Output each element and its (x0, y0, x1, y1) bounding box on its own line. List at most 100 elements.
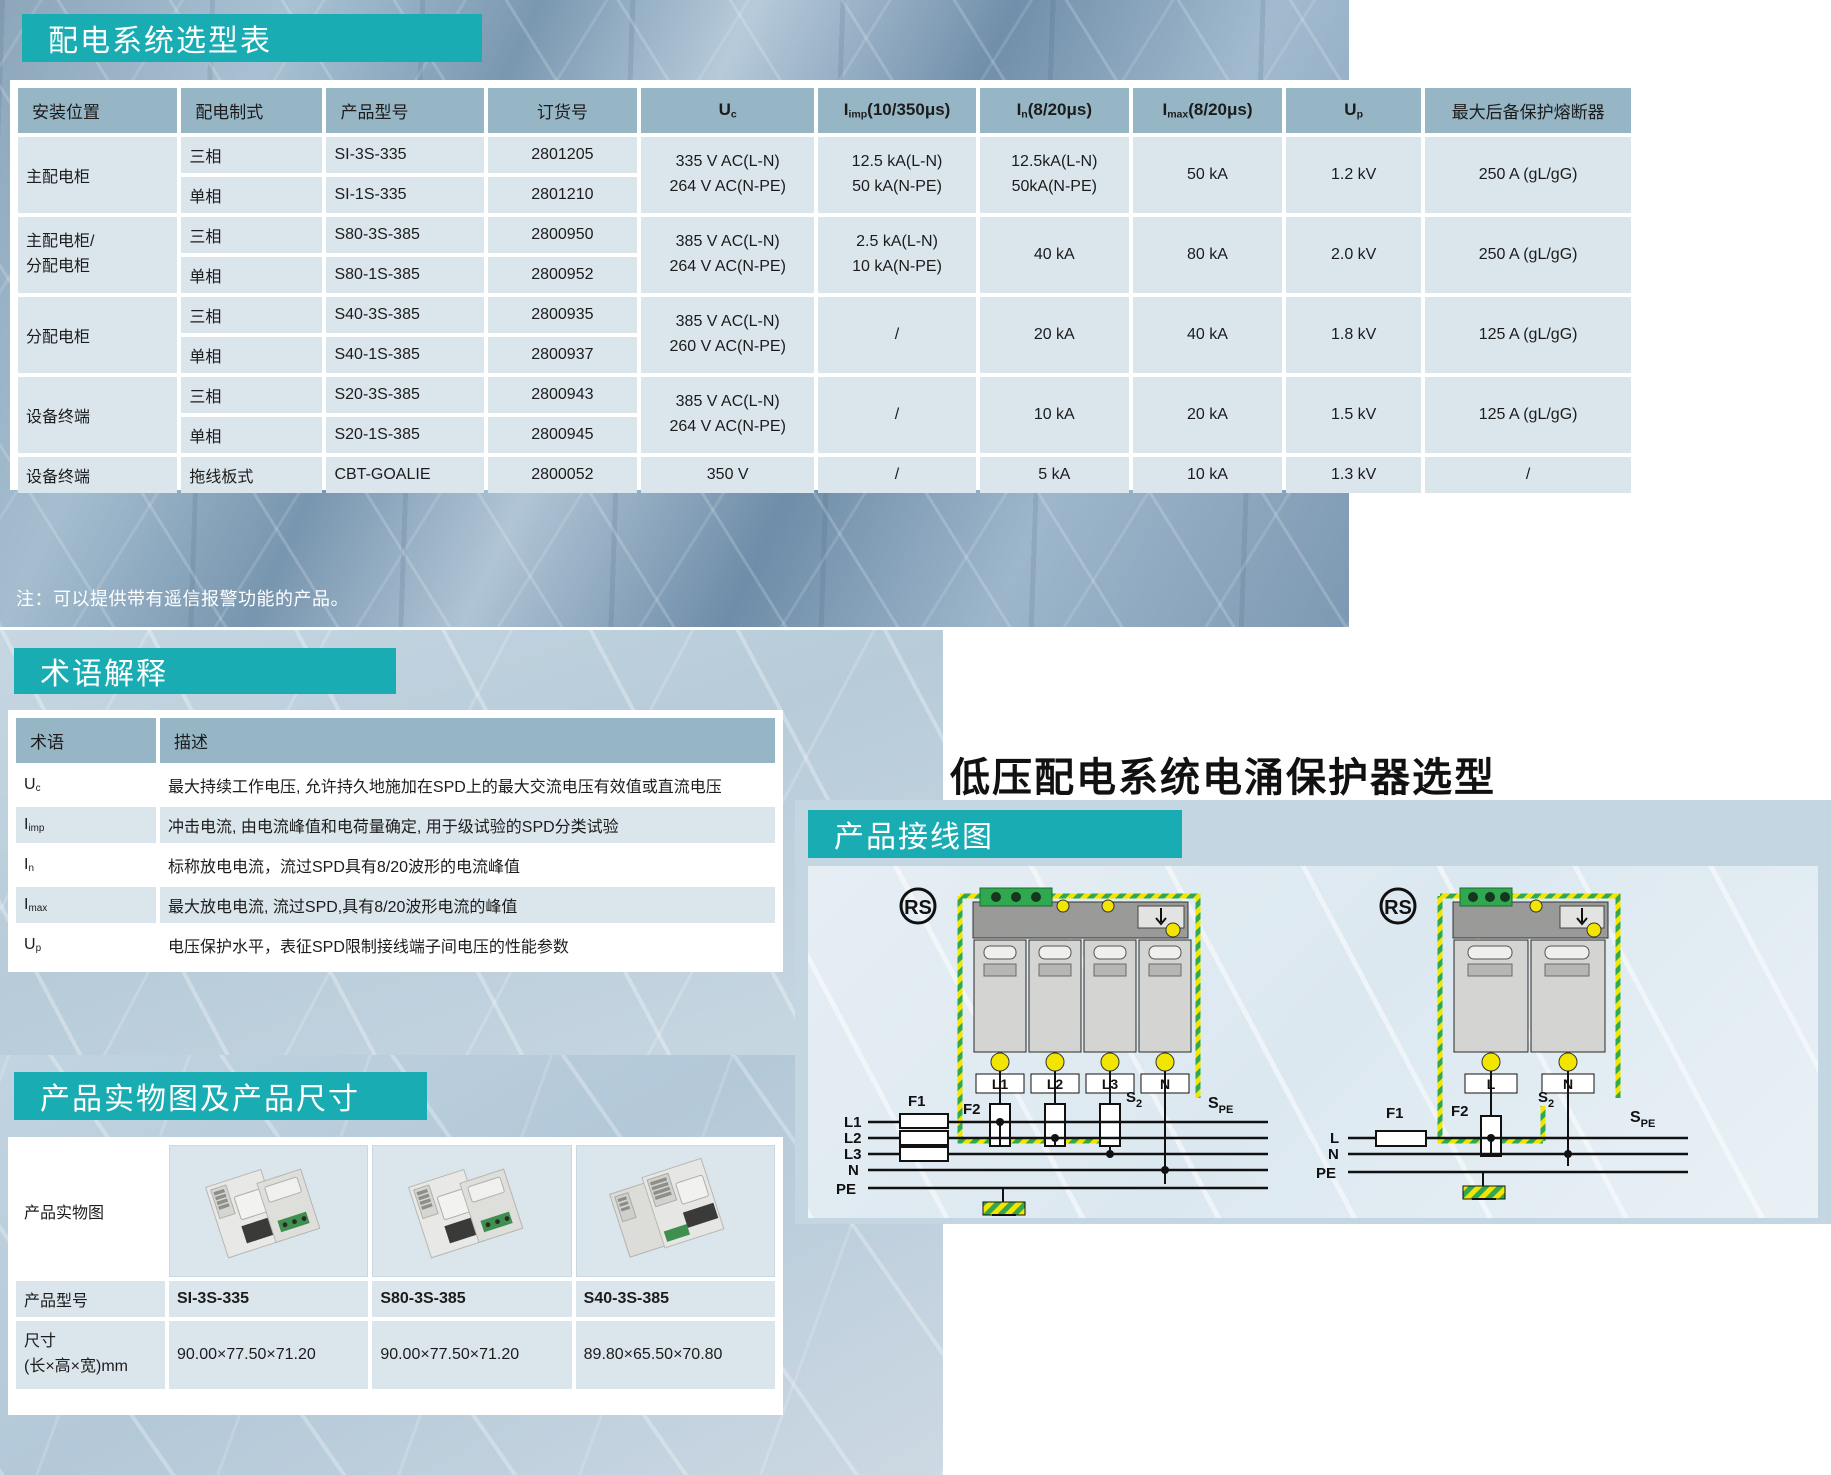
page-title: 低压配电系统电涌保护器选型 (950, 756, 1496, 800)
svg-text:RS: RS (904, 897, 932, 919)
row-label-dimension-line1: 尺寸 (24, 1333, 57, 1351)
cell-system: 三相 (181, 137, 323, 173)
cell-up: 1.5 kV (1286, 377, 1422, 453)
spd-device-illustration (407, 1168, 524, 1259)
table-row: 单相 S20-1S-385 2800945 (18, 417, 1631, 453)
cell-model: S80-3S-385 (326, 217, 484, 253)
cell-fuse: 125 A (gL/gG) (1425, 297, 1631, 373)
cell-system: 单相 (181, 177, 323, 213)
cell-fuse: 250 A (gL/gG) (1425, 137, 1631, 213)
cell-model: S40-1S-385 (326, 337, 484, 373)
wiring-diagram: RS (836, 887, 1688, 1216)
fuse-label-f1: F1 (1386, 1105, 1404, 1122)
term-symbol-base: I (24, 895, 29, 913)
col-uc-base: U (718, 100, 731, 120)
cell-up: 1.8 kV (1286, 297, 1422, 373)
product-photo-box (585, 1152, 766, 1270)
dims-value-1: 90.00×77.50×71.20 (372, 1321, 572, 1389)
cell-location: 主配电柜/ 分配电柜 (18, 217, 178, 293)
cell-order-no: 2800945 (487, 417, 637, 453)
dims-table-body: 产品实物图 (16, 1145, 775, 1389)
wiring-diagram-left: RS (836, 887, 1268, 1216)
col-description: 描述 (160, 718, 775, 763)
terms-table: 术语 描述 Uc 最大持续工作电压, 允许持久地施加在SPD上的最大交流电压有效… (12, 714, 779, 967)
cell-order-no: 2800937 (487, 337, 637, 373)
cell-iimp-line1: 12.5 kA(L-N) (851, 153, 943, 171)
ground-symbol-icon (1462, 1172, 1506, 1200)
cell-iimp-line1: 2.5 kA(L-N) (856, 233, 938, 251)
spe-base: S (1208, 1095, 1219, 1112)
term-symbol: Iimp (16, 807, 156, 843)
cell-imax: 10 kA (1132, 457, 1283, 493)
table-row: 单相 S40-1S-385 2800937 (18, 337, 1631, 373)
cell-model: S80-1S-385 (326, 257, 484, 293)
arrow-down-icon (1576, 908, 1588, 926)
terms-table-body: Uc 最大持续工作电压, 允许持久地施加在SPD上的最大交流电压有效值或直流电压… (16, 767, 775, 963)
section-title-product-dims: 产品实物图及产品尺寸 (14, 1072, 427, 1120)
col-up-sub: p (1356, 108, 1364, 121)
cell-in-line2: 50kA(N-PE) (1011, 178, 1097, 195)
term-symbol: Uc (16, 767, 156, 803)
col-iimp: Iimp(10/350μs) (818, 88, 976, 133)
cell-iimp-line2: 10 kA(N-PE) (852, 258, 942, 275)
table-row: 设备终端 拖线板式 CBT-GOALIE 2800052 350 V / 5 k… (18, 457, 1631, 493)
cell-uc: 385 V AC(L-N) 260 V AC(N-PE) (640, 297, 815, 373)
svg-text:SPE: SPE (1630, 1109, 1655, 1130)
cell-model: CBT-GOALIE (326, 457, 484, 493)
product-photo-0 (168, 1145, 369, 1277)
svg-text:S2: S2 (1126, 1089, 1142, 1110)
col-backup-fuse: 最大后备保护熔断器 (1425, 88, 1631, 133)
fuse-f1-stack (899, 1113, 949, 1162)
line-label-l: L (1330, 1130, 1339, 1147)
table-row: 设备终端 三相 S20-3S-385 2800943 385 V AC(L-N)… (18, 377, 1631, 453)
cell-location: 主配电柜 (18, 137, 178, 213)
list-item: Imax 最大放电电流, 流过SPD,具有8/20波形电流的峰值 (16, 887, 775, 923)
cell-uc: 385 V AC(L-N) 264 V AC(N-PE) (640, 377, 815, 453)
selection-table-footnote: 注：可以提供带有遥信报警功能的产品。 (16, 589, 349, 609)
cell-order-no: 2800052 (487, 457, 637, 493)
cell-iimp: 12.5 kA(L-N) 50 kA(N-PE) (818, 137, 976, 213)
dims-model-0: SI-3S-335 (168, 1281, 369, 1317)
col-imax-base: I (1162, 100, 1168, 120)
term-description: 最大持续工作电压, 允许持久地施加在SPD上的最大交流电压有效值或直流电压 (160, 767, 775, 803)
spe-base: S (1630, 1109, 1641, 1126)
col-power-system: 配电制式 (181, 88, 323, 133)
cell-fuse: 125 A (gL/gG) (1425, 377, 1631, 453)
selection-table: 安装位置 配电制式 产品型号 订货号 Uc Iimp(10/350μs) In(… (14, 84, 1635, 497)
list-item: Up 电压保护水平，表征SPD限制接线端子间电压的性能参数 (16, 927, 775, 963)
cell-iimp: / (818, 377, 976, 453)
svg-text:SPE: SPE (1208, 1095, 1233, 1116)
cell-fuse: / (1425, 457, 1631, 493)
cell-location-line1: 主配电柜/ (26, 233, 95, 251)
cell-uc-line1: 385 V AC(L-N) (675, 393, 780, 411)
product-photo-1 (372, 1145, 572, 1277)
cell-uc-line2: 264 V AC(N-PE) (669, 178, 786, 195)
cell-system: 单相 (181, 417, 323, 453)
term-description: 标称放电电流，流过SPD具有8/20波形的电流峰值 (160, 847, 775, 883)
table-row: 尺寸 (长×高×宽)mm 90.00×77.50×71.20 90.00×77.… (16, 1321, 775, 1389)
section-title-selection-table-label: 配电系统选型表 (48, 25, 272, 58)
spd-modules (973, 939, 1192, 1053)
fuse-f2-l3 (1099, 1103, 1121, 1147)
dims-value-0: 90.00×77.50×71.20 (168, 1321, 369, 1389)
col-install-location: 安装位置 (18, 88, 178, 133)
col-iimp-tail: (10/350μs) (867, 100, 951, 120)
cell-uc-line2: 264 V AC(N-PE) (669, 258, 786, 275)
rs-badge-icon: RS (1379, 887, 1417, 925)
cell-model: SI-1S-335 (326, 177, 484, 213)
cell-up: 1.2 kV (1286, 137, 1422, 213)
rs-badge-icon: RS (899, 887, 937, 925)
arrow-down-icon (1155, 908, 1167, 926)
term-symbol: In (16, 847, 156, 883)
cell-system: 三相 (181, 377, 323, 413)
fuse-label-f2: F2 (963, 1101, 981, 1118)
col-product-model: 产品型号 (326, 88, 484, 133)
cell-order-no: 2800935 (487, 297, 637, 333)
s2-sub: 2 (1548, 1098, 1554, 1110)
cell-location: 分配电柜 (18, 297, 178, 373)
cell-uc: 350 V (640, 457, 815, 493)
product-photo-box (178, 1152, 359, 1270)
cell-system: 单相 (181, 257, 323, 293)
fuse-f1 (1375, 1130, 1427, 1147)
section-title-terms: 术语解释 (14, 648, 396, 694)
